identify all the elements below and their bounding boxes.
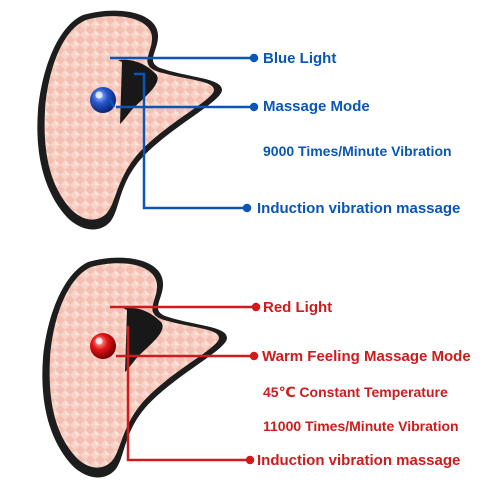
vibration-9000-label: 9000 Times/Minute Vibration xyxy=(263,143,452,159)
blue-light-label: Blue Light xyxy=(263,50,337,67)
massage-mode-label: Massage Mode xyxy=(263,98,370,115)
bottom-callout-lines xyxy=(110,302,261,465)
bottom-device xyxy=(42,257,227,478)
warm-feeling-mode-label: Warm Feeling Massage Mode xyxy=(262,348,471,365)
induction-vibration-label-top: Induction vibration massage xyxy=(257,200,461,217)
constant-temperature-label: 45℃ Constant Temperature xyxy=(263,384,448,400)
induction-vibration-label-bottom: Induction vibration massage xyxy=(257,452,461,469)
blue-led-icon xyxy=(90,87,116,113)
red-led-icon xyxy=(90,333,116,359)
top-callout-lines xyxy=(108,53,259,213)
top-device-shell xyxy=(44,16,214,220)
top-device xyxy=(37,10,222,230)
vibration-11000-label: 11000 Times/Minute Vibration xyxy=(263,418,459,434)
red-light-label: Red Light xyxy=(263,299,333,316)
bottom-device-shell xyxy=(49,263,219,468)
